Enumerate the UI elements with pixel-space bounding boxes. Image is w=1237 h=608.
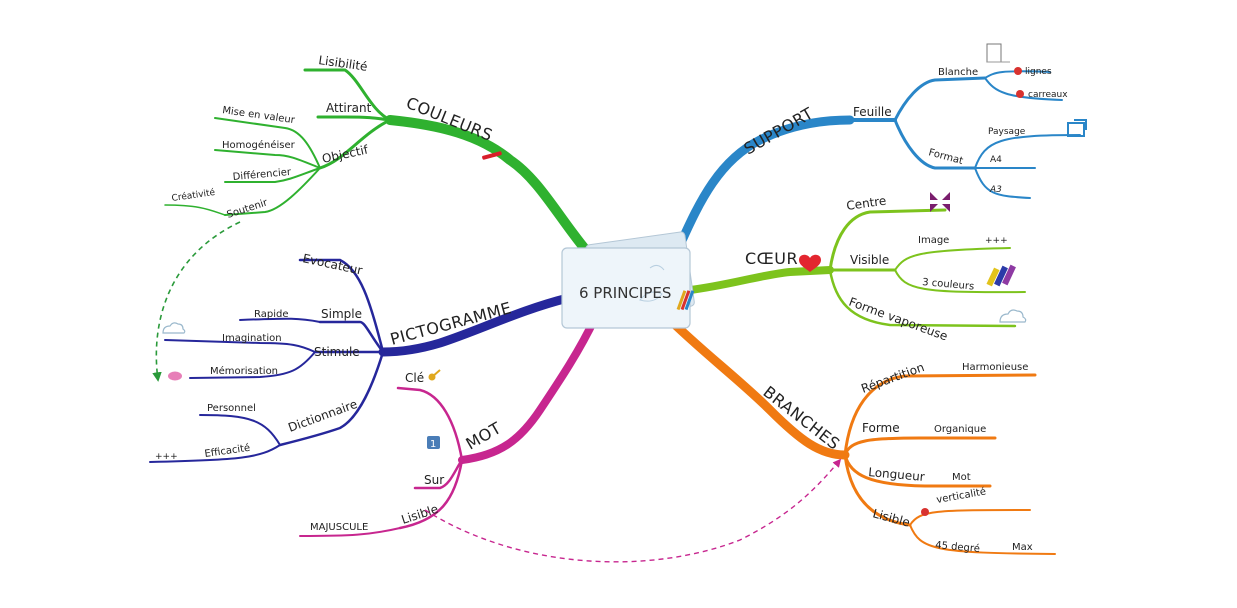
minus-carreaux-icon <box>1016 90 1024 98</box>
landscape-icon <box>1067 119 1087 137</box>
brain-icon <box>168 371 182 381</box>
creativite-label: Créativité <box>171 187 216 204</box>
quarante-cinq-label: 45 degré <box>935 539 981 555</box>
heart-icon <box>799 254 821 272</box>
harmonieuse-label: Harmonieuse <box>962 362 1028 373</box>
cloud-icon <box>999 309 1027 323</box>
pictogramme-trunk <box>378 293 573 357</box>
rapide-label: Rapide <box>254 309 288 320</box>
sur-label: Sur <box>424 473 444 487</box>
link-soutenir-memorisation <box>152 221 241 382</box>
lisibilite-label: Lisibilité <box>318 53 369 74</box>
forme-label: Forme <box>862 421 900 435</box>
coeur-label: CŒUR <box>745 249 798 268</box>
trois-couleurs-label: 3 couleurs <box>922 277 975 292</box>
pictogramme-plus-label: +++ <box>155 452 178 462</box>
center-node-flourish <box>639 264 665 302</box>
branch-mot[interactable] <box>299 314 599 537</box>
minus-lignes-icon <box>1014 67 1022 75</box>
a4-label: A4 <box>990 155 1002 165</box>
imagination-label: Imagination <box>222 333 282 344</box>
verticalite-label: verticalité <box>935 485 986 506</box>
center-node-card <box>561 247 691 329</box>
center-label: 6 PRINCIPES <box>579 284 671 302</box>
differencier-label: Différencier <box>232 166 292 183</box>
dictionnaire-label: Dictionnaire <box>286 397 359 435</box>
color-markers-icon <box>986 264 1016 287</box>
image-label: Image <box>918 235 949 246</box>
simple-label: Simple <box>321 307 362 321</box>
blanche-label: Blanche <box>938 67 978 78</box>
crayon-icon <box>482 151 502 160</box>
branch-pictogramme[interactable] <box>149 258 573 463</box>
paysage-label: Paysage <box>988 127 1026 137</box>
link-lisible-branches <box>424 458 842 563</box>
branch-support[interactable] <box>675 70 1081 250</box>
cloud-small-icon <box>162 322 186 334</box>
longueur-label: Longueur <box>868 465 926 484</box>
coeur-trunk <box>686 266 834 294</box>
forme-vaporeuse-label: Forme vaporeuse <box>847 295 950 344</box>
couleurs-trunk <box>385 115 595 260</box>
key-icon <box>428 369 441 381</box>
center-node[interactable]: 6 PRINCIPES <box>561 231 695 329</box>
pencils-icon <box>676 290 695 311</box>
format-label: Format <box>927 147 964 167</box>
branch-couleurs[interactable] <box>164 68 595 260</box>
support-label: SUPPORT <box>741 104 817 159</box>
compress-icon <box>930 192 950 212</box>
mot-leaf-label: Mot <box>952 472 971 483</box>
centre-label: Centre <box>845 194 887 213</box>
carreaux-label: carreaux <box>1028 90 1068 100</box>
coeur-plus-label: +++ <box>985 236 1008 246</box>
organique-label: Organique <box>934 424 986 435</box>
support-trunk <box>675 115 855 250</box>
feuille-label: Feuille <box>853 105 892 119</box>
visible-label: Visible <box>850 253 889 267</box>
lignes-label: lignes <box>1025 67 1052 77</box>
minus-verticalite-icon <box>921 508 929 516</box>
number-badge-label: 1 <box>430 439 436 450</box>
majuscule-label: MAJUSCULE <box>310 522 368 533</box>
personnel-label: Personnel <box>207 403 256 414</box>
cle-label: Clé <box>405 371 424 385</box>
objectif-label: Objectif <box>321 142 370 166</box>
max-label: Max <box>1012 542 1033 553</box>
a3-label: A3 <box>989 185 1002 195</box>
number-badge <box>427 436 440 449</box>
repartition-label: Répartition <box>859 360 926 396</box>
attirant-label: Attirant <box>326 101 372 115</box>
branches-trunk <box>660 310 850 460</box>
lisible-orange-label: Lisible <box>871 506 911 529</box>
sheet-icon <box>986 43 1010 63</box>
evocateur-label: Evocateur <box>301 251 363 277</box>
mise-en-valeur-label: Mise en valeur <box>222 105 297 126</box>
soutenir-label: Soutenir <box>226 197 270 221</box>
branch-branches[interactable] <box>660 310 1056 555</box>
stimule-label: Stimule <box>314 345 360 359</box>
mot-trunk <box>458 314 599 464</box>
branch-coeur[interactable] <box>686 208 1026 328</box>
memorisation-label: Mémorisation <box>210 365 278 377</box>
homogeneiser-label: Homogénéiser <box>222 139 296 151</box>
